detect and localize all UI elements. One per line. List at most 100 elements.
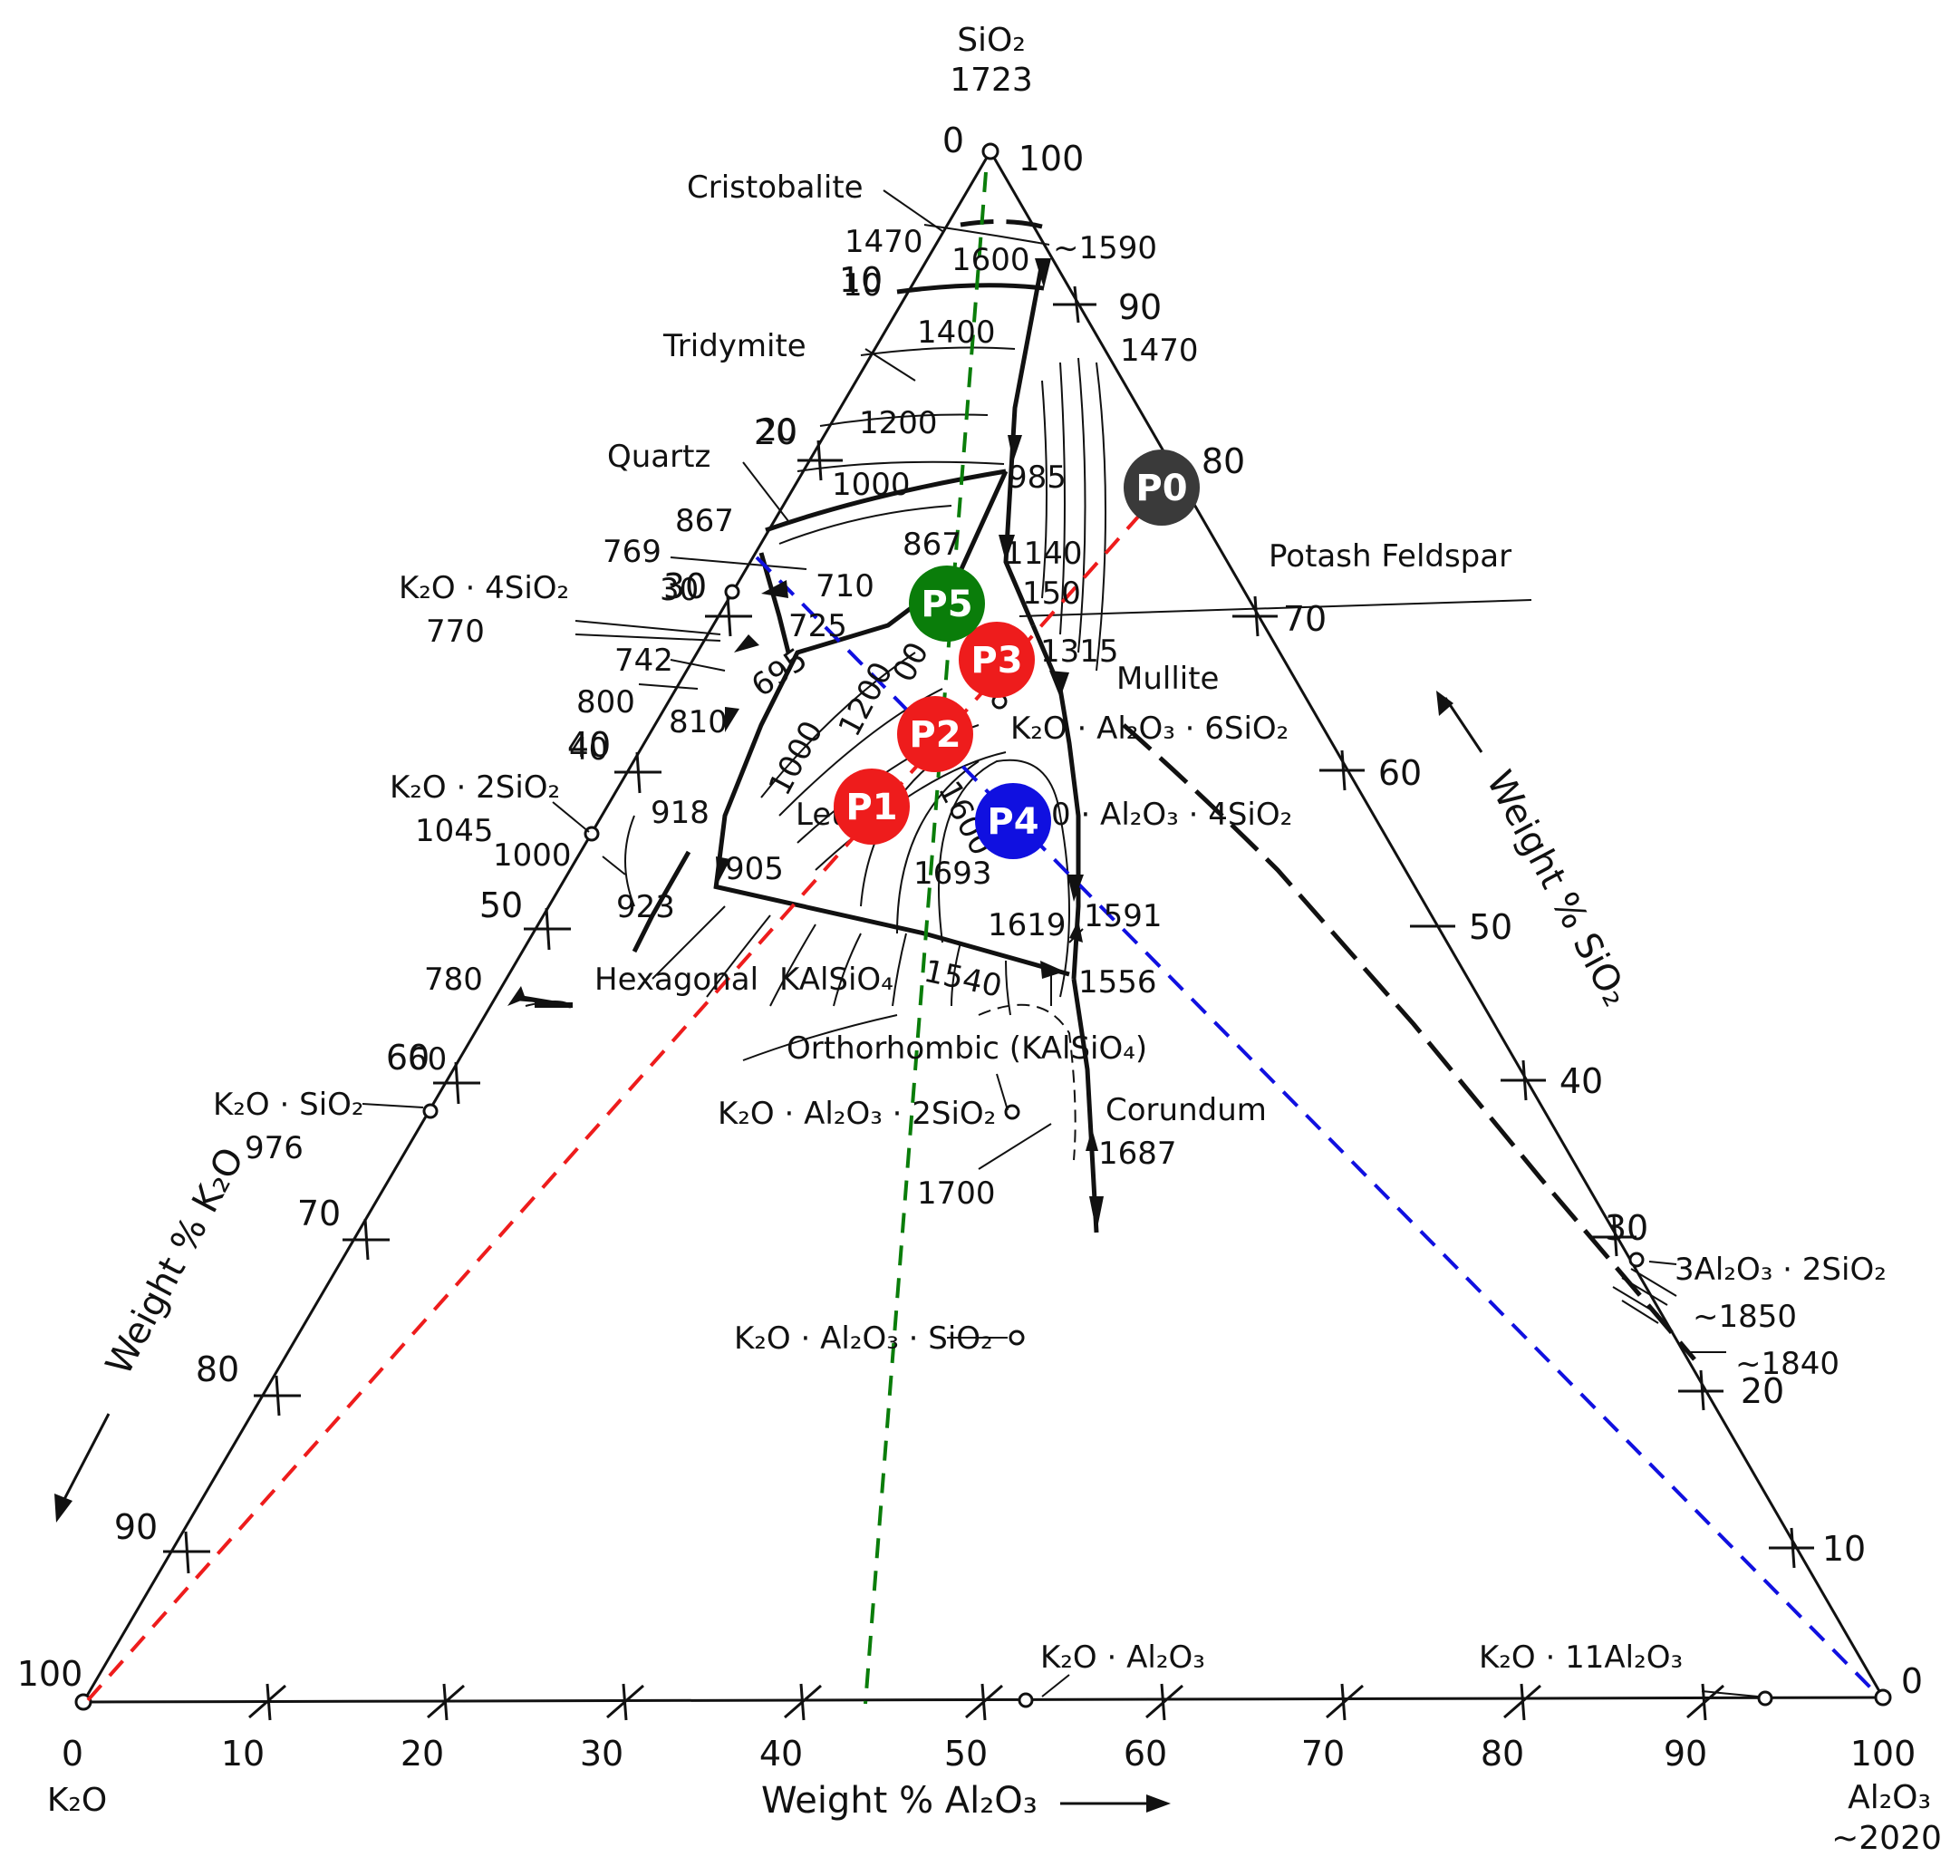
left-tick-20: 20 bbox=[754, 412, 797, 452]
bottom-tick-50: 50 bbox=[944, 1734, 988, 1774]
k2o-al2o3-marker bbox=[1018, 1692, 1034, 1708]
right-tick-80: 80 bbox=[1202, 441, 1245, 481]
iso-1687: 1687 bbox=[1098, 1136, 1177, 1172]
iso-769: 769 bbox=[603, 534, 661, 570]
al2o3-vertex-marker bbox=[1874, 1688, 1892, 1707]
point-p1[interactable]: P1 bbox=[834, 769, 910, 845]
right-edge bbox=[989, 150, 1885, 1698]
iso-867-b: 867 bbox=[903, 527, 961, 563]
point-p4-label: P4 bbox=[987, 801, 1038, 843]
mullite-comp-marker bbox=[1628, 1252, 1645, 1268]
left-tick-40: 40 bbox=[567, 725, 611, 765]
bottom-tick-80: 80 bbox=[1481, 1734, 1524, 1774]
left-tick-50: 50 bbox=[479, 885, 523, 925]
phase-field-labels: Cristobalite Tridymite Quartz Potash Fel… bbox=[594, 169, 1511, 1128]
left-tick-80: 80 bbox=[196, 1349, 239, 1389]
mullite-comp-formula: 3Al₂O₃ · 2SiO₂ bbox=[1675, 1252, 1887, 1288]
left-tick-70: 70 bbox=[297, 1194, 341, 1233]
k2o-al2o3-formula: K₂O · Al₂O₃ bbox=[1040, 1639, 1205, 1676]
compound-labels: K₂O · 4SiO₂ 770 K₂O · 2SiO₂ 1045 K₂O · S… bbox=[213, 570, 1887, 1676]
al2o3-vertex-temp: ~2020 bbox=[1831, 1820, 1942, 1857]
left-tick-10: 10 bbox=[839, 260, 883, 300]
cristobalite-label: Cristobalite bbox=[687, 169, 864, 206]
iso-905: 905 bbox=[725, 851, 784, 887]
vertex-markers bbox=[74, 142, 1892, 1711]
point-p3[interactable]: P3 bbox=[959, 622, 1035, 698]
bottom-tick-10: 10 bbox=[221, 1734, 265, 1774]
red-dashed-line bbox=[86, 506, 1148, 1702]
bottom-tick-40: 40 bbox=[759, 1734, 803, 1774]
k2o-2sio2-temp: 1045 bbox=[415, 813, 494, 849]
k2o-al2o3-sio2-formula: K₂O · Al₂O₃ · SiO₂ bbox=[734, 1320, 993, 1357]
point-p2-label: P2 bbox=[909, 714, 961, 756]
composition-points: P0 P1 P2 P3 P4 P5 bbox=[834, 450, 1200, 859]
point-p5[interactable]: P5 bbox=[909, 566, 985, 642]
point-p2-marker[interactable] bbox=[897, 696, 973, 772]
iso-1470-a: 1470 bbox=[845, 224, 923, 260]
k2o-zero-label: 0 bbox=[62, 1734, 83, 1774]
point-p0-marker[interactable] bbox=[1124, 450, 1200, 526]
right-axis-title: Weight % SiO₂ bbox=[1478, 764, 1637, 1013]
iso-1400: 1400 bbox=[917, 314, 996, 351]
k2o-vertex-marker bbox=[74, 1693, 92, 1711]
iso-1700: 1700 bbox=[917, 1175, 996, 1212]
right-tick-60: 60 bbox=[1378, 753, 1422, 793]
triangle-frame bbox=[82, 150, 1885, 1704]
iso-1140: 1140 bbox=[1004, 536, 1083, 572]
iso-1000-b: 1000 bbox=[762, 715, 831, 801]
mullite-label: Mullite bbox=[1116, 661, 1219, 697]
iso-1591: 1591 bbox=[1084, 898, 1163, 934]
tridymite-label: Tridymite bbox=[662, 328, 806, 364]
point-p1-marker[interactable] bbox=[834, 769, 910, 845]
bottom-tick-60: 60 bbox=[1124, 1734, 1167, 1774]
right-tick-40: 40 bbox=[1559, 1061, 1603, 1101]
right-tick-30: 30 bbox=[1605, 1208, 1648, 1248]
point-p4[interactable]: P4 bbox=[975, 783, 1051, 859]
iso-1840: ~1840 bbox=[1735, 1346, 1839, 1382]
potash-feldspar-label: Potash Feldspar bbox=[1269, 538, 1511, 575]
k2o-al2o3-4sio2-formula: 0 · Al₂O₃ · 4SiO₂ bbox=[1051, 797, 1292, 833]
hexagonal-label: Hexagonal bbox=[594, 962, 758, 998]
k2o-sio2-temp: 976 bbox=[245, 1130, 304, 1166]
point-p5-marker[interactable] bbox=[909, 566, 985, 642]
right-tick-90: 90 bbox=[1118, 287, 1162, 327]
point-p0[interactable]: P0 bbox=[1124, 450, 1200, 526]
iso-800: 800 bbox=[576, 684, 635, 720]
k2o-4sio2-marker bbox=[724, 584, 740, 600]
point-p3-label: P3 bbox=[970, 640, 1022, 682]
iso-1315: 1315 bbox=[1040, 633, 1119, 670]
iso-1150: 150 bbox=[1022, 575, 1081, 612]
mullite-comp-temp: ~1850 bbox=[1693, 1299, 1797, 1335]
k2o-al2o3-2sio2-marker bbox=[1004, 1104, 1020, 1120]
left-axis-ticks: 90 80 70 60 50 40 30 20 10 bbox=[114, 260, 883, 1547]
iso-780: 780 bbox=[424, 962, 483, 998]
iso-1000-a: 1000 bbox=[832, 467, 911, 503]
orthorhombic-label: Orthorhombic (KAlSiO₄) bbox=[787, 1030, 1147, 1067]
k2o-2sio2-formula: K₂O · 2SiO₂ bbox=[390, 769, 560, 806]
point-p5-label: P5 bbox=[921, 584, 972, 625]
bottom-tick-70: 70 bbox=[1301, 1734, 1345, 1774]
k2o-al2o3-sio2-marker bbox=[1009, 1330, 1025, 1346]
iso-1000-c: 1000 bbox=[493, 837, 572, 874]
point-p3-marker[interactable] bbox=[959, 622, 1035, 698]
k2o-vertex-formula: K₂O bbox=[47, 1782, 107, 1819]
boundary-arrows bbox=[507, 258, 1104, 1233]
iso-985: 985 bbox=[1008, 459, 1067, 496]
iso-710: 710 bbox=[816, 568, 874, 604]
left-tick-90: 90 bbox=[114, 1507, 158, 1547]
point-p0-label: P0 bbox=[1135, 468, 1187, 509]
left-axis-title: Weight % K₂O bbox=[98, 1141, 252, 1382]
right-tick-50: 50 bbox=[1469, 907, 1512, 947]
iso-725: 725 bbox=[788, 608, 847, 644]
al2o3-zero-label: 0 bbox=[1901, 1661, 1923, 1701]
k2o-hundred-label: 100 bbox=[17, 1654, 83, 1694]
point-p2[interactable]: P2 bbox=[897, 696, 973, 772]
right-axis-ticks: 90 80 70 60 50 40 30 20 10 bbox=[1118, 287, 1866, 1569]
k2o-sio2-formula: K₂O · SiO₂ bbox=[213, 1087, 364, 1123]
iso-1470-b: 1470 bbox=[1120, 333, 1199, 369]
k2o-2sio2-marker bbox=[584, 826, 600, 842]
iso-20: 20 bbox=[758, 412, 797, 449]
point-p4-marker[interactable] bbox=[975, 783, 1051, 859]
corundum-label: Corundum bbox=[1106, 1092, 1267, 1128]
